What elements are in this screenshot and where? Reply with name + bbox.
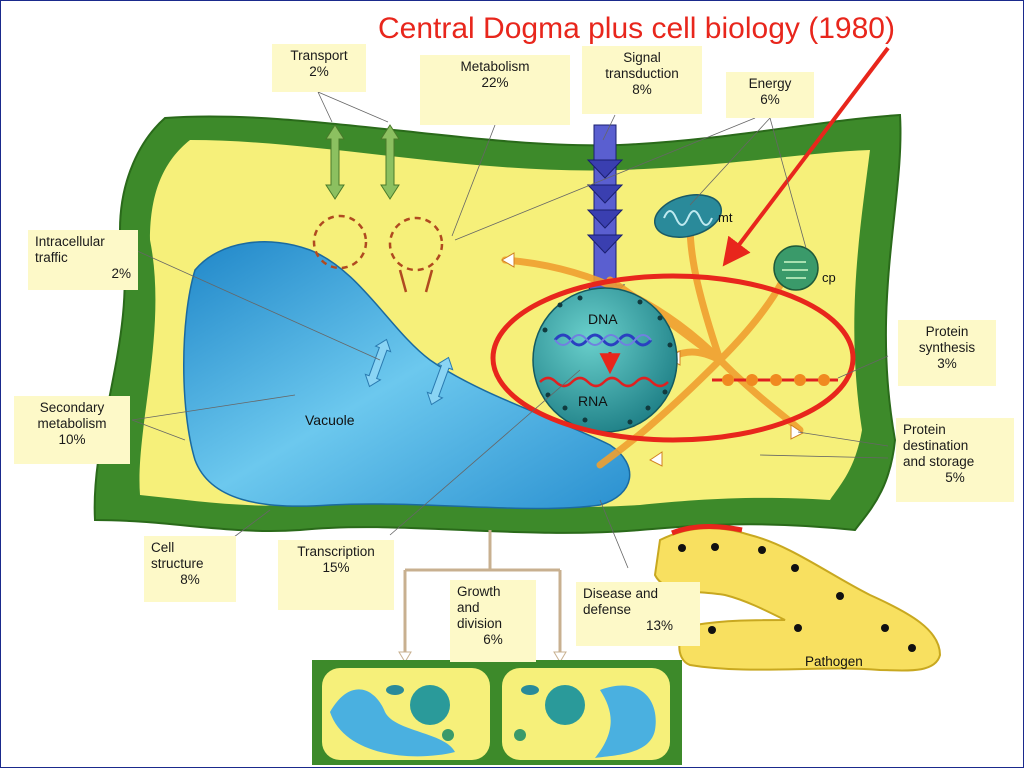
label-transport-pct: 2% — [309, 64, 329, 79]
pathogen — [653, 524, 942, 672]
nuclear-pores — [542, 295, 673, 425]
label-secondary-line2: metabolism — [37, 416, 107, 431]
label-intracellular-line1: Intracellular — [35, 234, 105, 249]
label-growth-line2: and — [457, 600, 480, 615]
label-secondary-pct: 10% — [58, 432, 86, 447]
label-disease-line1: Disease and — [583, 586, 659, 601]
label-signal: Signal transduction 8% — [582, 46, 702, 114]
label-transport-name: Transport — [290, 48, 348, 63]
transport-arrows — [325, 124, 400, 200]
chloroplast — [773, 245, 819, 291]
label-secondary: Secondary metabolism 10% — [14, 396, 130, 464]
label-growth-line1: Growth — [457, 584, 501, 599]
pathogen-label: Pathogen — [805, 654, 863, 669]
label-protein-destination-line3: and storage — [903, 454, 975, 469]
label-protein-destination-line2: destination — [903, 438, 969, 453]
label-cell-structure-line2: structure — [151, 556, 204, 571]
label-metabolism-name: Metabolism — [460, 59, 530, 74]
signal-arrow — [584, 124, 626, 306]
label-protein-destination-line1: Protein — [903, 422, 946, 437]
label-disease-pct: 13% — [645, 618, 673, 633]
label-growth-pct: 6% — [483, 632, 503, 647]
rna-wave — [539, 376, 669, 388]
label-cell-structure-pct: 8% — [180, 572, 200, 587]
label-signal-pct: 8% — [632, 82, 652, 97]
label-disease-line2: defense — [583, 602, 632, 617]
vacuole — [183, 241, 631, 510]
mt-label: mt — [718, 210, 733, 225]
vacuole-arrows — [364, 338, 454, 406]
label-cell-structure: Cell structure 8% — [144, 536, 236, 602]
label-protein-destination-pct: 5% — [945, 470, 965, 485]
label-energy: Energy 6% — [726, 72, 814, 118]
label-disease: Disease and defense 13% — [576, 582, 700, 646]
label-transport: Transport 2% — [272, 44, 366, 92]
label-protein-synthesis-pct: 3% — [937, 356, 957, 371]
metabolism-cycles — [312, 214, 444, 293]
label-secondary-line1: Secondary — [39, 400, 105, 415]
ribosome-chain — [712, 374, 838, 386]
label-signal-line1: Signal — [623, 50, 661, 65]
division-arrowheads — [398, 651, 567, 663]
dna-helix-strand — [554, 334, 652, 346]
label-energy-name: Energy — [748, 76, 792, 91]
label-transcription-pct: 15% — [322, 560, 350, 575]
label-protein-synthesis-line1: Protein — [925, 324, 969, 339]
slide-title: Central Dogma plus cell biology (1980) — [378, 12, 895, 45]
highlight-pointer — [722, 46, 890, 267]
label-growth-line3: division — [457, 616, 503, 631]
chloroplast-thylakoids — [782, 261, 808, 279]
label-signal-line2: transduction — [605, 66, 679, 81]
label-protein-synthesis: Protein synthesis 3% — [898, 320, 996, 386]
dna-label: DNA — [588, 311, 618, 327]
label-growth: Growth and division 6% — [450, 580, 536, 662]
label-cell-structure-line1: Cell — [151, 540, 175, 555]
leader-lines — [131, 91, 889, 569]
label-intracellular: Intracellular traffic 2% — [28, 230, 138, 290]
label-metabolism-pct: 22% — [481, 75, 509, 90]
label-intracellular-line2: traffic — [35, 250, 68, 265]
label-intracellular-pct: 2% — [111, 266, 131, 281]
mitochondrion-cristae — [663, 210, 713, 226]
vacuole-label: Vacuole — [305, 412, 355, 428]
rna-label: RNA — [578, 393, 608, 409]
label-protein-synthesis-line2: synthesis — [918, 340, 976, 355]
daughter-cells — [312, 660, 682, 765]
label-metabolism: Metabolism 22% — [420, 55, 570, 125]
label-transcription-name: Transcription — [297, 544, 375, 559]
label-energy-pct: 6% — [760, 92, 780, 107]
nucleus — [532, 287, 678, 433]
division-arrows — [403, 530, 562, 655]
cp-label: cp — [822, 270, 836, 285]
highlight-ellipse — [490, 273, 856, 443]
label-transcription: Transcription 15% — [278, 540, 394, 610]
label-protein-destination: Protein destination and storage 5% — [896, 418, 1014, 502]
